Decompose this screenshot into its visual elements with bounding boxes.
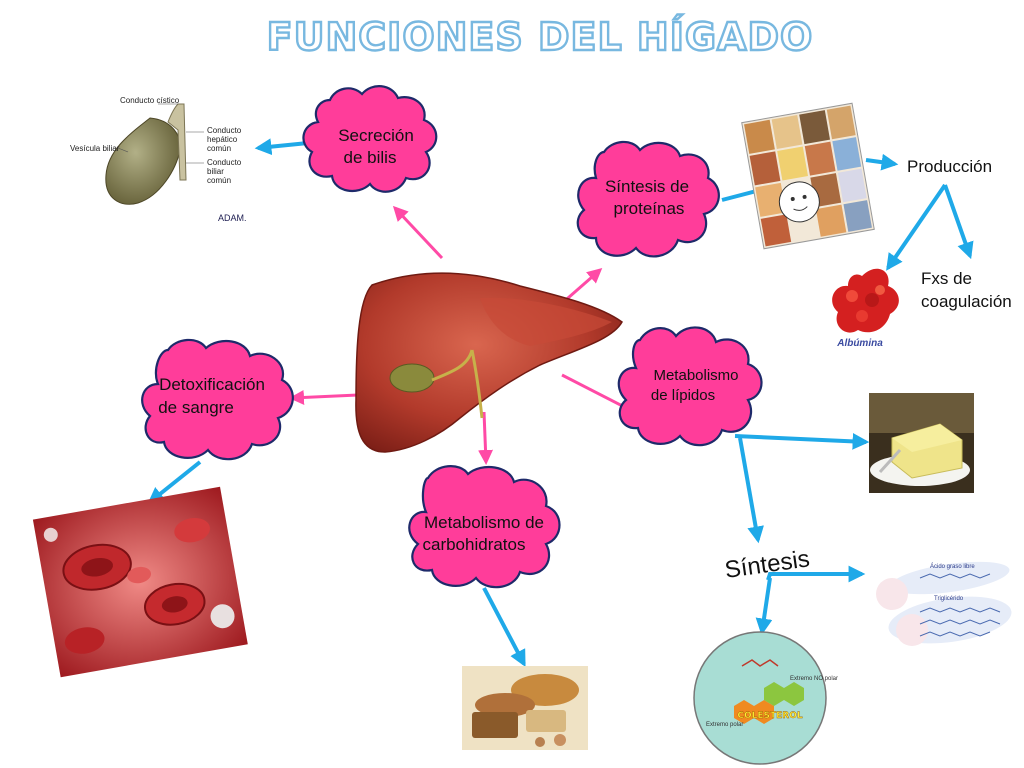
arrow-to-coagulacion bbox=[943, 184, 974, 260]
node-detox-line2: de sangre bbox=[158, 398, 234, 417]
bread-image bbox=[462, 666, 588, 750]
arrow-to-cholesterol bbox=[755, 577, 773, 636]
node-detoxificacion: Detoxificación de sangre bbox=[141, 338, 294, 461]
label-conducto-cistico: Conducto cístico bbox=[120, 96, 180, 105]
label-hepatico-2: hepático bbox=[207, 135, 238, 144]
albumina-caption: Albúmina bbox=[836, 338, 883, 349]
food-collage-image bbox=[741, 102, 875, 250]
arrow-detox-to-blood bbox=[147, 460, 202, 505]
cholesterol-image: COLESTEROL Extremo NO polar Extremo pola… bbox=[693, 631, 838, 765]
node-detox-line1: Detoxificación bbox=[159, 375, 265, 394]
node-bilis-line2: de bilis bbox=[344, 148, 397, 167]
liver-illustration bbox=[355, 272, 623, 453]
gallbladder-illustration: Conducto cístico Vesícula biliar Conduct… bbox=[70, 96, 247, 223]
arrow-to-albumina bbox=[886, 183, 947, 271]
node-metabolismo-carbohidratos: Metabolismo de carbohidratos bbox=[408, 465, 561, 589]
node-carbs-line2: carbohidratos bbox=[422, 535, 525, 554]
node-carbs-line1: Metabolismo de bbox=[424, 513, 544, 532]
label-biliar-2: biliar bbox=[207, 167, 224, 176]
node-lipidos-line2: de lípidos bbox=[651, 387, 715, 404]
label-extremo-no-polar: Extremo NO polar bbox=[790, 676, 838, 682]
label-coagulacion-line2: coagulación bbox=[921, 292, 1012, 311]
label-vesicula-biliar: Vesícula biliar bbox=[70, 144, 120, 153]
node-bilis-line1: Secreción bbox=[338, 126, 414, 145]
label-hepatico-3: común bbox=[207, 144, 231, 153]
label-biliar-3: común bbox=[207, 176, 231, 185]
butter-image bbox=[869, 393, 974, 493]
blood-cells-image bbox=[32, 486, 248, 678]
arrow-lipidos-to-butter bbox=[734, 432, 870, 450]
arrow-to-carbohidratos bbox=[478, 411, 494, 465]
label-trigliceride: Triglicérido bbox=[934, 596, 964, 602]
label-coagulacion-line1: Fxs de bbox=[921, 269, 972, 288]
triglyceride-image: Ácido graso libre Triglicérido bbox=[876, 561, 1012, 646]
arrow-carbs-to-bread bbox=[482, 587, 526, 667]
adam-logo: ADAM. bbox=[218, 213, 247, 223]
node-sintesis-proteinas: Síntesis de proteínas bbox=[576, 140, 720, 258]
node-proteinas-line1: Síntesis de bbox=[605, 177, 689, 196]
label-produccion: Producción bbox=[907, 157, 992, 176]
arrow-to-sintesis bbox=[738, 437, 764, 544]
node-metabolismo-lipidos: Metabolismo de lípidos bbox=[617, 326, 763, 447]
arrow-to-produccion bbox=[865, 153, 899, 171]
albumin-image: Albúmina bbox=[832, 268, 899, 349]
arrow-to-detox bbox=[289, 389, 359, 405]
label-hepatico-1: Conducto bbox=[207, 126, 242, 135]
page-title: FUNCIONES DEL HÍGADO bbox=[267, 15, 814, 59]
node-lipidos-line1: Metabolismo bbox=[653, 367, 738, 384]
arrow-to-bilis bbox=[392, 205, 444, 260]
label-sintesis: Síntesis bbox=[723, 545, 811, 584]
node-secrecion-bilis: Secreción de bilis bbox=[302, 85, 438, 193]
colesterol-label: COLESTEROL bbox=[737, 711, 802, 721]
label-acido-graso: Ácido graso libre bbox=[930, 563, 975, 570]
node-proteinas-line2: proteínas bbox=[614, 199, 685, 218]
label-biliar-1: Conducto bbox=[207, 158, 242, 167]
label-extremo-polar: Extremo polar bbox=[706, 722, 743, 728]
